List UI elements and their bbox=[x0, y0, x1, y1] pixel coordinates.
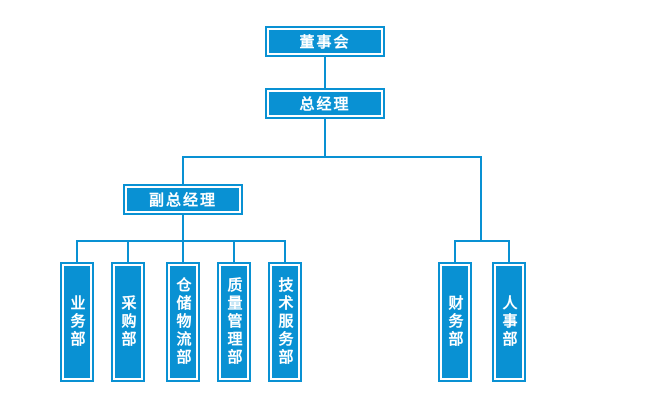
connector-right-drop bbox=[480, 156, 482, 242]
node-finance-dept: 财务部 bbox=[438, 262, 472, 382]
node-warehouse-logistics-dept-label: 仓储物流部 bbox=[174, 277, 193, 367]
node-board: 董事会 bbox=[265, 26, 385, 57]
connector-left-horizontal bbox=[76, 240, 286, 242]
node-technical-service-dept: 技术服务部 bbox=[268, 262, 302, 382]
node-hr-dept-label: 人事部 bbox=[500, 295, 519, 349]
connector-gm-drop bbox=[324, 119, 326, 157]
node-business-dept: 业务部 bbox=[60, 262, 94, 382]
connector-stub-purchasing bbox=[127, 240, 129, 262]
node-finance-dept-label: 财务部 bbox=[446, 295, 465, 349]
connector-stub-finance bbox=[454, 240, 456, 262]
connector-right-horizontal bbox=[454, 240, 510, 242]
connector-stub-quality bbox=[233, 240, 235, 262]
node-deputy-general-manager: 副总经理 bbox=[123, 184, 243, 215]
connector-drop-deputy bbox=[182, 156, 184, 184]
node-purchasing-dept: 采购部 bbox=[111, 262, 145, 382]
connector-stub-hr bbox=[508, 240, 510, 262]
connector-stub-technical bbox=[284, 240, 286, 262]
node-quality-management-dept-label: 质量管理部 bbox=[225, 277, 244, 367]
node-quality-management-dept: 质量管理部 bbox=[217, 262, 251, 382]
node-hr-dept: 人事部 bbox=[492, 262, 526, 382]
connector-deputy-drop bbox=[182, 215, 184, 241]
node-technical-service-dept-label: 技术服务部 bbox=[276, 277, 295, 367]
connector-stub-warehouse bbox=[182, 240, 184, 262]
connector-stub-business bbox=[76, 240, 78, 262]
node-business-dept-label: 业务部 bbox=[68, 295, 87, 349]
node-warehouse-logistics-dept: 仓储物流部 bbox=[166, 262, 200, 382]
node-general-manager: 总经理 bbox=[265, 88, 385, 119]
connector-main-horizontal bbox=[182, 156, 482, 158]
connector-board-to-gm bbox=[324, 56, 326, 89]
node-purchasing-dept-label: 采购部 bbox=[119, 295, 138, 349]
